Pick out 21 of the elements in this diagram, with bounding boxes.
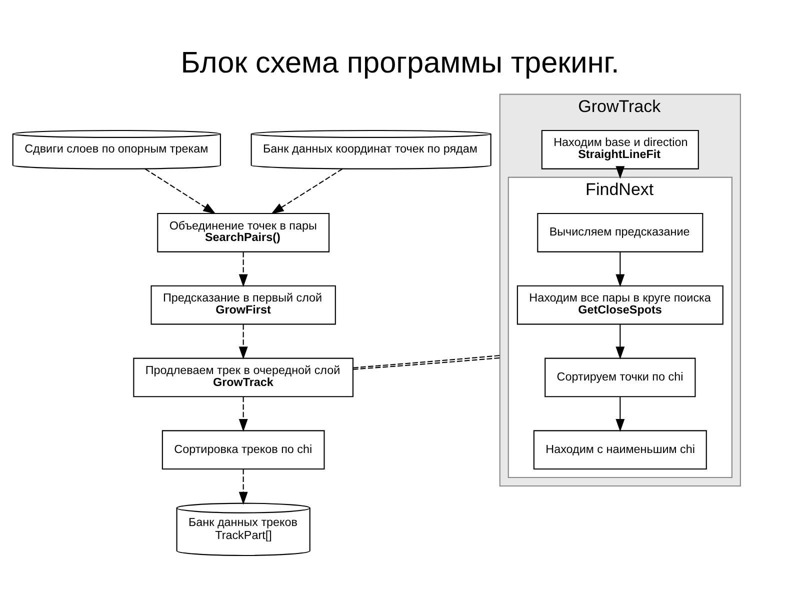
arrow [238, 469, 248, 505]
connector [353, 357, 500, 370]
node-box: Находим с наименьшим chi [533, 430, 707, 470]
arrow [270, 168, 343, 214]
arrow [238, 324, 248, 360]
arrow [144, 168, 216, 214]
arrow [616, 252, 625, 288]
connector [353, 354, 500, 368]
node-box: Вычисляем предсказание [537, 212, 704, 252]
node-box: Сортируем точки по chi [544, 358, 696, 398]
arrow [238, 252, 248, 288]
diagram-title: Блок схема программы трекинг. [180, 46, 620, 80]
arrow [616, 166, 625, 179]
node-box: Находим все пары в круге поиска GetCloseSpots [516, 285, 724, 325]
node-box: Объединение точек в пары SearchPairs() [157, 212, 330, 252]
node-box: Сортировка треков по chi [162, 430, 325, 470]
arrow [616, 396, 625, 432]
node-box: Продлеваем трек в очередной слой GrowTrack [133, 358, 354, 398]
node-box: Предсказание в первый слой GrowFirst [150, 285, 336, 325]
arrow [238, 396, 248, 432]
arrow [616, 324, 625, 360]
